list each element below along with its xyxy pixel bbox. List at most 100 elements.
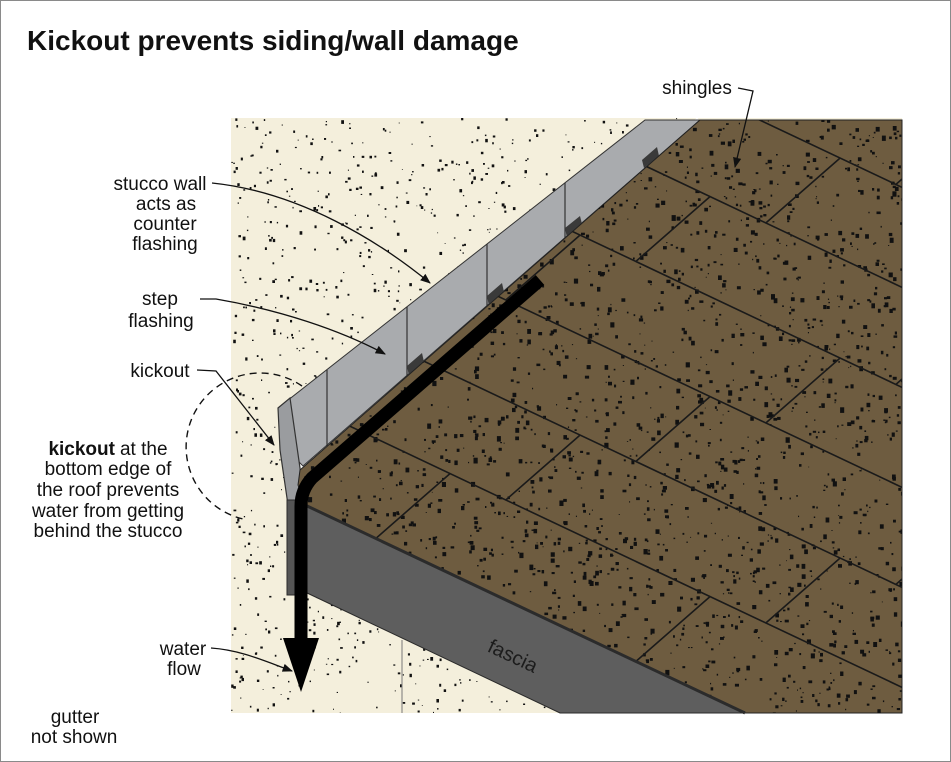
texture-speckle <box>901 380 902 383</box>
texture-speckle <box>720 637 724 640</box>
texture-speckle <box>857 145 860 147</box>
texture-speckle <box>241 677 244 682</box>
texture-speckle <box>853 299 856 302</box>
texture-speckle <box>599 518 603 520</box>
texture-speckle <box>487 167 490 169</box>
texture-speckle <box>772 712 776 713</box>
texture-speckle <box>688 647 690 649</box>
texture-speckle <box>273 543 277 546</box>
texture-speckle <box>732 571 735 574</box>
texture-speckle <box>808 680 813 684</box>
texture-speckle <box>586 452 590 455</box>
texture-speckle <box>774 486 778 491</box>
texture-speckle <box>482 433 485 437</box>
texture-speckle <box>264 221 266 223</box>
texture-speckle <box>341 236 344 239</box>
texture-speckle <box>727 399 731 403</box>
texture-speckle <box>855 443 859 448</box>
texture-speckle <box>549 259 554 265</box>
texture-speckle <box>901 198 902 201</box>
texture-speckle <box>396 196 398 199</box>
texture-speckle <box>840 407 845 413</box>
texture-speckle <box>437 508 441 514</box>
texture-speckle <box>739 388 744 391</box>
texture-speckle <box>503 442 505 444</box>
texture-speckle <box>467 501 470 503</box>
texture-speckle <box>710 349 713 352</box>
texture-speckle <box>875 333 877 335</box>
texture-speckle <box>234 331 237 334</box>
texture-speckle <box>901 566 902 571</box>
texture-speckle <box>529 591 532 593</box>
texture-speckle <box>805 139 810 143</box>
texture-speckle <box>897 172 901 175</box>
texture-speckle <box>715 318 718 321</box>
texture-speckle <box>623 538 627 544</box>
texture-speckle <box>239 197 242 199</box>
texture-speckle <box>867 299 871 302</box>
texture-speckle <box>471 169 474 172</box>
texture-speckle <box>481 575 485 579</box>
texture-speckle <box>573 580 576 583</box>
texture-speckle <box>881 324 884 327</box>
texture-speckle <box>758 526 763 531</box>
texture-speckle <box>369 518 372 522</box>
texture-speckle <box>585 542 588 545</box>
texture-speckle <box>775 705 779 709</box>
texture-speckle <box>605 412 609 417</box>
texture-speckle <box>638 318 644 322</box>
texture-speckle <box>721 338 724 342</box>
texture-speckle <box>387 249 389 252</box>
texture-speckle <box>269 462 272 464</box>
texture-speckle <box>724 164 729 170</box>
texture-speckle <box>574 256 578 260</box>
texture-speckle <box>821 175 825 178</box>
texture-speckle <box>666 242 668 244</box>
texture-speckle <box>881 601 883 603</box>
texture-speckle <box>581 147 584 150</box>
texture-speckle <box>711 648 714 651</box>
texture-speckle <box>467 541 470 544</box>
texture-speckle <box>284 551 286 553</box>
texture-speckle <box>355 659 358 663</box>
texture-speckle <box>738 122 740 125</box>
kickout-note-bold: kickout <box>48 439 115 460</box>
texture-speckle <box>557 541 561 545</box>
texture-speckle <box>576 476 581 480</box>
texture-speckle <box>475 497 480 501</box>
texture-speckle <box>813 391 817 395</box>
texture-speckle <box>708 444 710 447</box>
texture-speckle <box>235 521 239 524</box>
texture-speckle <box>474 436 478 441</box>
texture-speckle <box>782 677 786 682</box>
texture-speckle <box>317 190 319 192</box>
texture-speckle <box>639 253 642 256</box>
texture-speckle <box>559 500 564 506</box>
texture-speckle <box>700 400 704 404</box>
texture-speckle <box>811 326 814 329</box>
texture-speckle <box>840 671 844 676</box>
texture-speckle <box>246 579 249 583</box>
texture-speckle <box>860 190 864 195</box>
texture-speckle <box>807 323 810 326</box>
texture-speckle <box>311 338 314 341</box>
texture-speckle <box>245 357 248 361</box>
texture-speckle <box>605 228 609 233</box>
texture-speckle <box>744 251 748 255</box>
texture-speckle <box>242 394 245 397</box>
texture-speckle <box>875 615 880 620</box>
texture-speckle <box>421 483 424 487</box>
texture-speckle <box>726 588 730 591</box>
texture-speckle <box>438 419 443 424</box>
texture-speckle <box>558 363 561 367</box>
texture-speckle <box>888 245 890 246</box>
texture-speckle <box>478 527 482 530</box>
texture-speckle <box>807 332 809 334</box>
texture-speckle <box>302 347 305 349</box>
texture-speckle <box>579 328 582 330</box>
texture-speckle <box>237 202 239 204</box>
texture-speckle <box>321 156 324 159</box>
texture-speckle <box>266 181 269 184</box>
texture-speckle <box>793 680 796 683</box>
texture-speckle <box>337 621 340 626</box>
